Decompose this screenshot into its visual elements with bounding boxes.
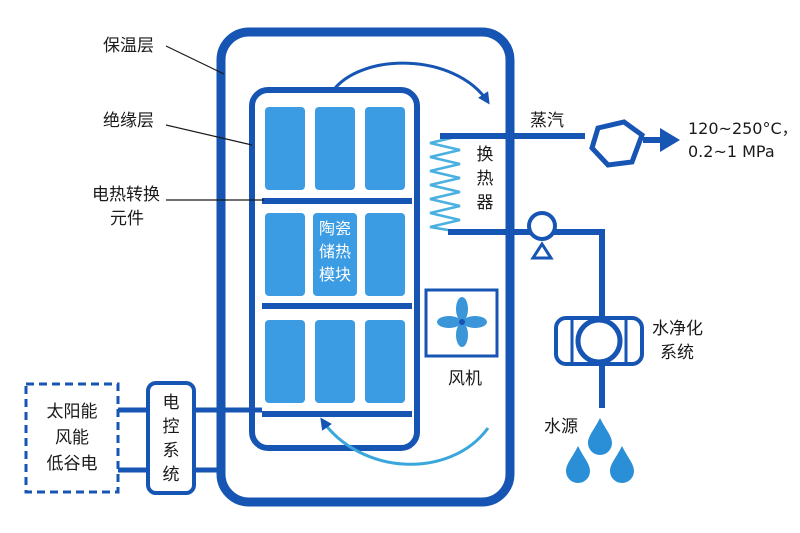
water-pump-icon <box>527 211 557 241</box>
heating-element-bar <box>262 198 412 204</box>
control-system-label: 电 <box>163 393 180 413</box>
control-system-label: 系 <box>163 441 180 461</box>
hot-air-flow-arrow <box>330 61 490 105</box>
steam-pressure-label: 0.2~1 MPa <box>688 142 775 161</box>
fan-label: 风机 <box>448 369 482 389</box>
control-system-box <box>146 381 196 495</box>
water-feed-pipe <box>448 229 605 318</box>
insulation-label: 保温层 <box>103 36 154 56</box>
ceramic-brick <box>265 107 305 190</box>
control-system-label: 统 <box>163 465 180 485</box>
ceramic-brick <box>365 107 405 190</box>
ceramic-brick <box>315 107 355 190</box>
heat-exchanger-label: 换 <box>477 145 494 165</box>
steam-label: 蒸汽 <box>530 111 564 131</box>
control-system-label: 控 <box>163 417 180 437</box>
heating-element-label-line2: 元件 <box>110 209 144 229</box>
heating-element-bar <box>262 303 412 309</box>
steam-output-arrow <box>660 128 680 152</box>
water-drop-icon <box>588 418 612 455</box>
heat-exchanger-label: 热 <box>477 169 494 189</box>
water-pump-base <box>530 241 554 260</box>
module-label-line1: 陶瓷 <box>319 219 351 238</box>
heating-element-label-line1: 电热转换 <box>92 185 160 205</box>
water-source-label: 水源 <box>544 417 578 437</box>
heat-exchanger-coil <box>429 134 461 234</box>
return-air-flow-arrow <box>320 417 490 466</box>
insulation-leader-line <box>165 45 225 75</box>
ceramic-brick <box>313 213 357 296</box>
module-label-line3: 模块 <box>319 265 351 284</box>
ceramic-brick <box>265 320 305 403</box>
water-purifier-label-line1: 水净化 <box>652 319 703 339</box>
energy-source-solar: 太阳能 <box>47 402 98 422</box>
water-purifier-label-line2: 系统 <box>660 343 694 363</box>
energy-source-wind: 风能 <box>55 428 89 448</box>
steam-valve-icon <box>589 119 646 168</box>
ceramic-brick <box>315 320 355 403</box>
ceramic-brick <box>365 213 405 296</box>
insulating-layer-label: 绝缘层 <box>103 111 154 131</box>
fan-icon <box>437 297 487 347</box>
ceramic-brick <box>265 213 305 296</box>
heating-element-bar <box>262 411 412 417</box>
insulating-layer-leader-line <box>165 124 253 146</box>
energy-source-offpeak: 低谷电 <box>47 454 98 474</box>
water-purifier-icon <box>575 317 623 365</box>
energy-sources-box <box>24 382 120 494</box>
insulation-shell <box>216 27 515 507</box>
module-label-line2: 储热 <box>319 242 351 261</box>
steam-temperature-label: 120~250°C， <box>688 119 798 138</box>
water-drop-icon <box>566 446 590 483</box>
ceramic-brick <box>365 320 405 403</box>
water-drop-icon <box>610 446 634 483</box>
heat-exchanger-label: 器 <box>477 193 494 213</box>
